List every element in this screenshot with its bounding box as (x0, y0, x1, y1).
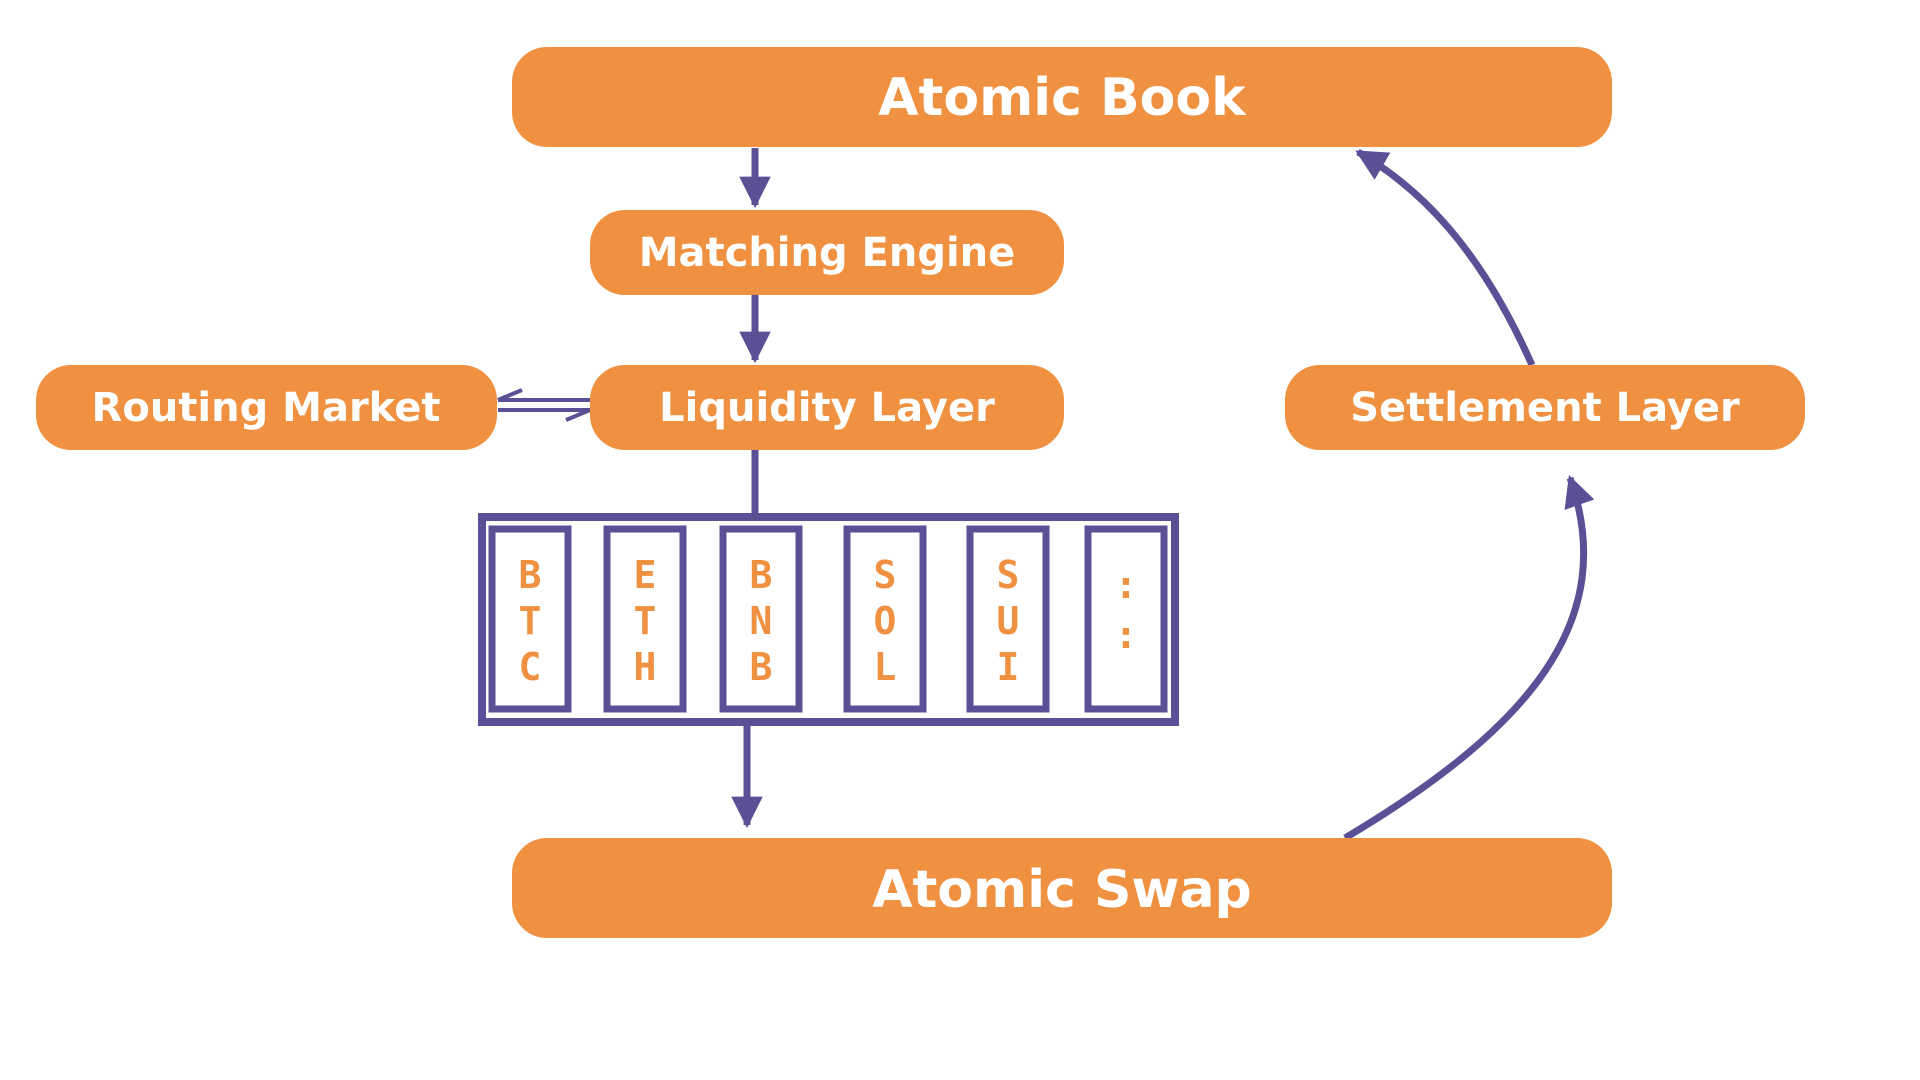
routing-market-node: Routing Market (36, 365, 497, 450)
matching-engine-label: Matching Engine (639, 230, 1016, 276)
pool-slot-3-char-2: N (750, 599, 773, 643)
arrow-swap-to-settlement (1343, 475, 1595, 842)
atomic-swap-node: Atomic Swap (512, 838, 1612, 938)
liquidity-layer-node: Liquidity Layer (590, 365, 1064, 450)
pool-slot-5-char-3: I (997, 645, 1020, 689)
arrow-settlement-to-book (1355, 148, 1536, 367)
pool-slot-3 (719, 525, 803, 713)
pool-slot-1-char-2: T (519, 599, 542, 643)
pool-slot-2-char-1: E (634, 553, 657, 597)
routing-exchange-connector (497, 388, 591, 422)
atomic-swap-label: Atomic Swap (872, 860, 1252, 920)
matching-engine-node: Matching Engine (590, 210, 1064, 295)
pool-slot-1-char-3: C (519, 645, 542, 689)
pool-slot-1-char-1: B (519, 553, 542, 597)
pool-slot-2 (603, 525, 687, 713)
pool-slot-5 (966, 525, 1050, 713)
pool-slot-5-char-1: S (997, 553, 1020, 597)
settlement-layer-label: Settlement Layer (1350, 385, 1740, 431)
pool-slot-4-char-3: L (874, 645, 897, 689)
pool-slot-4 (843, 525, 927, 713)
pool-slot-5-char-2: U (997, 599, 1020, 643)
pool-slot-2-char-2: T (634, 599, 657, 643)
settlement-layer-node: Settlement Layer (1285, 365, 1805, 450)
routing-market-label: Routing Market (92, 385, 441, 431)
pool-slot-3-char-3: B (750, 645, 773, 689)
pool-slot-4-char-1: S (874, 553, 897, 597)
atomic-book-node: Atomic Book (512, 47, 1612, 147)
pool-slot-3-char-1: B (750, 553, 773, 597)
pool-slot-6 (1084, 525, 1168, 713)
pool-container (478, 513, 1179, 726)
pool-slot-4-char-2: O (874, 599, 897, 643)
pool-slot-6-char-2: : (1115, 613, 1138, 657)
pool-slot-1 (488, 525, 572, 713)
atomic-book-label: Atomic Book (878, 68, 1247, 128)
liquidity-layer-label: Liquidity Layer (659, 385, 995, 431)
pool-slot-2-char-3: H (634, 645, 657, 689)
pool-slot-6-char-1: : (1115, 563, 1138, 607)
